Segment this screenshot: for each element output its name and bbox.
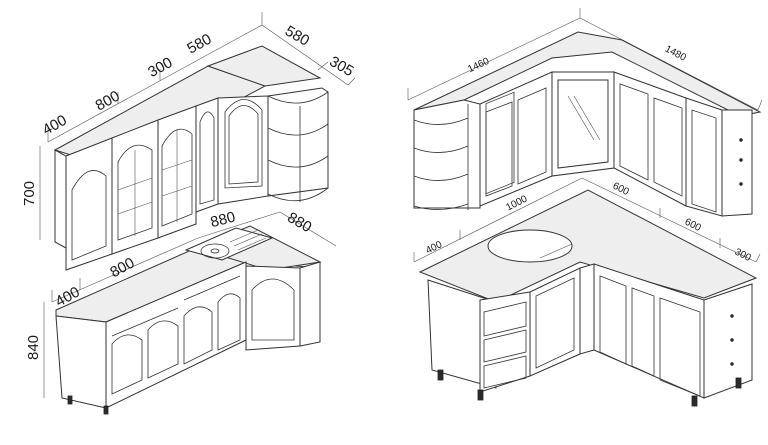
lower-cabinets	[55, 225, 322, 415]
lower-width-880-left: 880	[209, 209, 237, 232]
right-lower-cabinets	[418, 189, 758, 407]
upper-dimension-lines	[39, 12, 356, 240]
right-lower-width-600-top: 600	[611, 181, 631, 199]
upper-depth-305: 305	[326, 53, 356, 80]
right-kitchen-drawing: 1460 1480 400 1000 600 600 300	[407, 8, 763, 407]
lower-width-880-right: 880	[284, 209, 314, 236]
sink-bowl	[487, 229, 573, 263]
upper-width-400: 400	[40, 112, 70, 139]
right-upper-width-1460: 1460	[466, 56, 491, 76]
upper-cabinets	[53, 45, 329, 271]
lower-dimension-lines	[43, 211, 337, 398]
right-upper-cabinets	[413, 31, 762, 217]
left-kitchen-drawing: 400 800 300 580 580 305 700 400 800 880 …	[21, 12, 357, 415]
right-lower-dimension-lines	[413, 177, 761, 263]
right-upper-width-1480: 1480	[663, 44, 688, 64]
right-lower-depth-300: 300	[733, 247, 753, 265]
right-lower-width-600: 600	[683, 217, 703, 235]
upper-width-300: 300	[145, 54, 175, 81]
upper-width-800: 800	[93, 87, 123, 114]
lower-height-840: 840	[25, 335, 42, 360]
right-lower-depth-400: 400	[424, 239, 444, 257]
upper-height-700: 700	[21, 181, 38, 206]
upper-width-580-right: 580	[282, 22, 312, 49]
